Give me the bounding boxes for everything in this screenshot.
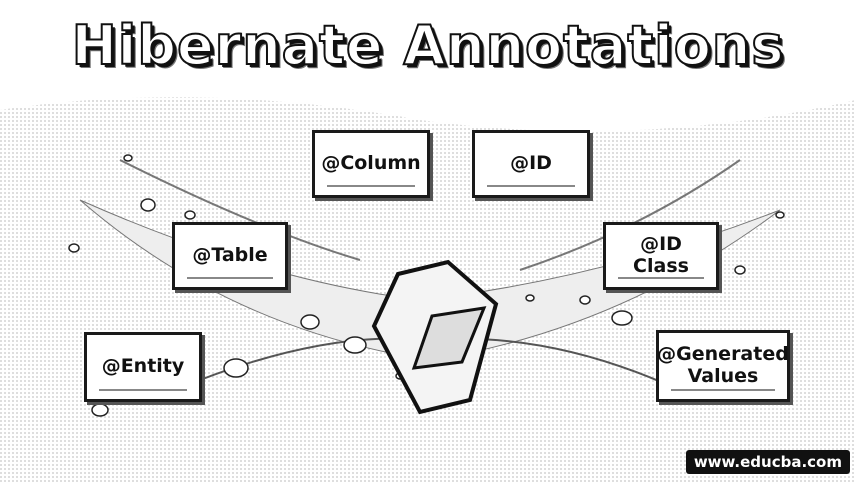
annotation-id-class: @ID Class: [603, 222, 719, 290]
annotation-entity-label: @Entity: [101, 355, 185, 378]
annotation-column-label: @Column: [321, 152, 421, 175]
website-watermark: www.educba.com: [685, 450, 850, 474]
annotation-table-label: @Table: [192, 244, 268, 267]
annotation-table: @Table: [172, 222, 288, 290]
annotation-generated-values-line1: @Generated: [657, 343, 789, 366]
annotation-generated-values-line2: Values: [687, 365, 759, 387]
hexagon-icon: [371, 259, 499, 415]
annotation-id-class-label: @ID Class: [633, 233, 689, 277]
annotation-id-label: @ID: [510, 152, 552, 175]
annotation-entity: @Entity: [84, 332, 202, 402]
annotation-column: @Column: [312, 130, 430, 198]
annotation-generated-values: @Generated Values: [656, 330, 790, 402]
annotation-id: @ID: [472, 130, 590, 198]
page-title: Hibernate Annotations: [71, 13, 785, 78]
